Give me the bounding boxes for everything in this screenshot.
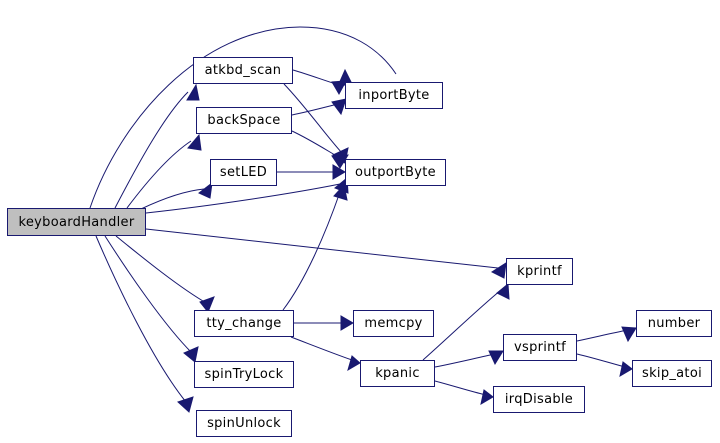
edge-atkbd_scan-to-outportByte (283, 83, 349, 164)
arrowhead-icon (187, 133, 202, 151)
graph-node-label: kprintf (517, 264, 562, 279)
graph-node-label: irqDisable (504, 392, 574, 407)
graph-node-setLED[interactable]: setLED (210, 159, 277, 186)
edge-line (283, 83, 343, 154)
edge-vsprintf-to-number (576, 326, 637, 343)
graph-node-backSpace[interactable]: backSpace (196, 107, 292, 134)
edge-keyboardHandler-to-kprintf (145, 228, 507, 279)
edge-keyboardHandler-to-atkbd_scan (114, 83, 200, 209)
graph-node-spinUnlock[interactable]: spinUnlock (196, 410, 292, 437)
edge-line (282, 191, 341, 311)
graph-node-tty_change[interactable]: tty_change (194, 310, 294, 337)
edge-backSpace-to-inportByte (291, 98, 347, 116)
graph-node-label: skip_atoi (642, 366, 702, 381)
arrowhead-icon (488, 350, 504, 366)
arrowhead-icon (347, 355, 361, 372)
edge-atkbd_scan-to-inportByte (292, 69, 347, 96)
graph-node-label: tty_change (206, 316, 282, 331)
edge-line (434, 380, 487, 396)
edge-line (114, 91, 189, 209)
graph-node-kprintf[interactable]: kprintf (506, 258, 573, 285)
arrowhead-icon (480, 389, 494, 406)
edge-line (95, 235, 187, 403)
edge-keyboardHandler-to-setLED (140, 181, 213, 210)
graph-node-label: outportByte (355, 165, 436, 180)
arrowhead-icon (333, 183, 348, 201)
graph-node-number[interactable]: number (636, 310, 712, 337)
arrowhead-icon (490, 261, 507, 279)
arrowhead-icon (331, 80, 347, 96)
edge-vsprintf-to-skip_atoi (576, 353, 633, 378)
graph-node-kpanic[interactable]: kpanic (360, 360, 435, 387)
graph-node-label: backSpace (207, 113, 281, 128)
edge-line (104, 235, 193, 354)
edge-tty_change-to-outportByte (282, 183, 348, 311)
arrowhead-icon (621, 326, 637, 343)
graph-node-label: number (647, 316, 701, 331)
edge-line (576, 353, 626, 368)
edge-line (434, 353, 496, 368)
edge-keyboardHandler-to-tty_change (115, 235, 215, 313)
arrowhead-icon (186, 83, 200, 101)
arrowhead-icon (496, 282, 510, 300)
arrowhead-icon (619, 361, 633, 378)
edge-setLED-to-outportByte (277, 164, 346, 180)
edge-kpanic-to-irqDisable (434, 380, 494, 406)
graph-node-label: keyboardHandler (18, 214, 135, 230)
graph-node-label: atkbd_scan (204, 63, 282, 78)
arrowhead-icon (331, 98, 347, 116)
edge-backSpace-to-outportByte (291, 130, 349, 169)
graph-node-atkbd_scan[interactable]: atkbd_scan (193, 57, 293, 84)
arrowhead-icon (332, 164, 346, 180)
graph-node-skip_atoi[interactable]: skip_atoi (632, 360, 712, 387)
edge-tty_change-to-memcpy (294, 315, 354, 331)
graph-node-inportByte[interactable]: inportByte (345, 82, 443, 109)
edge-kpanic-to-kprintf (422, 282, 510, 361)
edge-line (291, 130, 341, 159)
graph-node-keyboardHandler[interactable]: keyboardHandler (7, 208, 146, 236)
edge-kpanic-to-vsprintf (434, 350, 504, 368)
edge-line (140, 188, 205, 210)
graph-node-outportByte[interactable]: outportByte (345, 159, 446, 186)
edge-tty_change-to-kpanic (290, 336, 361, 372)
graph-node-memcpy[interactable]: memcpy (353, 310, 434, 337)
graph-node-label: vsprintf (514, 340, 566, 355)
arrowhead-icon (177, 396, 194, 413)
edge-line (145, 228, 499, 269)
edge-line (576, 329, 629, 342)
graph-node-spinTryLock[interactable]: spinTryLock (194, 361, 294, 388)
graph-node-label: setLED (219, 165, 268, 180)
graph-node-label: memcpy (364, 316, 423, 331)
graph-node-vsprintf[interactable]: vsprintf (503, 334, 577, 361)
graph-node-label: inportByte (358, 88, 430, 103)
edge-keyboardHandler-to-spinTryLock (104, 235, 199, 363)
graph-node-label: kpanic (375, 366, 420, 381)
edge-keyboardHandler-to-backSpace (126, 133, 202, 209)
edge-line (115, 235, 209, 305)
graph-node-label: spinTryLock (204, 367, 284, 382)
edge-line (145, 183, 341, 214)
arrowhead-icon (340, 315, 354, 331)
arrowhead-icon (198, 181, 213, 199)
graph-node-irqDisable[interactable]: irqDisable (493, 386, 585, 413)
edge-line (89, 26, 397, 209)
graph-node-label: spinUnlock (207, 416, 281, 431)
edge-line (126, 140, 192, 209)
edge-line (291, 103, 339, 116)
edge-keyboardHandler-to-spinUnlock (95, 235, 194, 413)
arrowhead-icon (183, 346, 199, 363)
arrowhead-icon (331, 154, 349, 169)
arrowhead-icon (199, 296, 215, 313)
edge-line (290, 336, 353, 361)
edge-line (422, 289, 502, 361)
